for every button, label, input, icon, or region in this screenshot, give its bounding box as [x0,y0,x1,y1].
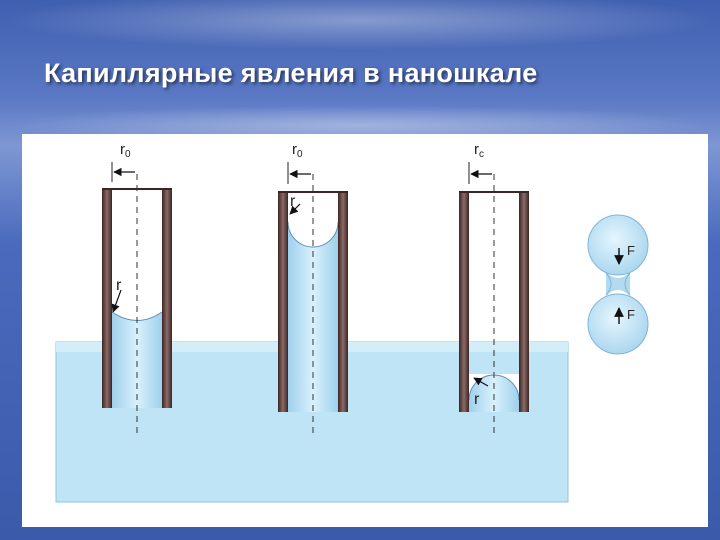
tube-1-liquid [112,312,162,408]
tube-1-meniscus-label: r [116,277,122,294]
force-label-bottom: F [627,307,635,322]
tube-2: r0 r [278,141,348,436]
capillary-diagram: r0 r r0 r [55,141,649,503]
tube-3-right-wall [519,192,529,412]
tube-1: r0 r [102,141,172,434]
tube-2-meniscus-arrow [289,203,301,215]
tube-3: rc r [459,141,529,436]
liquid-bridge [606,272,630,296]
bridge-outline-left [605,272,612,296]
tube-1-meniscus-arrow [111,289,122,313]
tube-3-radius-label: rc [474,141,484,160]
sky-streak-top [0,0,720,50]
tube-3-meniscus-arrow [473,377,489,387]
diagram-panel: r0 r r0 r [22,134,708,527]
bridge-outline-right [624,272,631,296]
tube-2-meniscus-label: r [290,193,296,210]
tube-3-meniscus-label: r [474,391,480,408]
tube-2-left-wall [278,192,288,412]
tube-2-radius-label: r0 [292,141,303,160]
droplet-pair: F F [587,214,649,355]
droplet-top [587,214,649,276]
tube-3-meniscus [469,374,519,400]
slide-title: Капиллярные явления в наношкале [44,58,538,88]
droplet-bottom [587,293,649,355]
tube-1-right-wall [162,189,172,408]
tube-3-left-wall [459,192,469,412]
tube-2-right-wall [338,192,348,412]
tube-1-radius-label: r0 [120,141,131,160]
tube-2-meniscus-line [287,221,339,248]
force-label-top: F [627,243,635,258]
tube-1-left-wall [102,189,112,408]
